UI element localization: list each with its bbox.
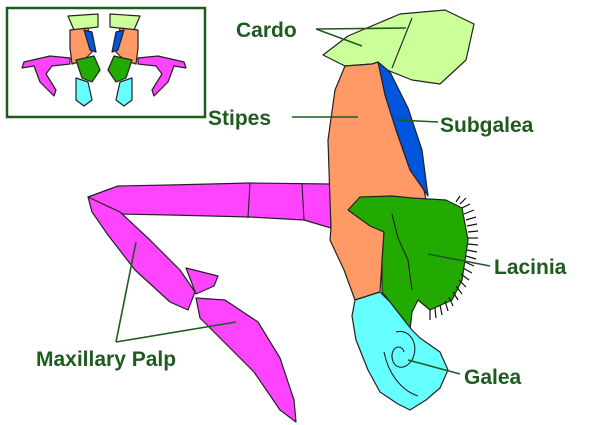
label-subgalea: Subgalea bbox=[440, 114, 534, 137]
inset-thumbnail bbox=[7, 8, 205, 117]
inset-left-cardo bbox=[68, 14, 98, 30]
label-cardo: Cardo bbox=[236, 19, 297, 42]
palp-segment-4 bbox=[196, 298, 296, 422]
label-stipes: Stipes bbox=[208, 107, 271, 130]
label-lacinia: Lacinia bbox=[494, 256, 567, 279]
label-maxillary-palp: Maxillary Palp bbox=[36, 348, 176, 371]
cardo-leader bbox=[316, 28, 406, 29]
label-galea: Galea bbox=[464, 366, 522, 389]
inset-right-cardo bbox=[110, 14, 140, 30]
